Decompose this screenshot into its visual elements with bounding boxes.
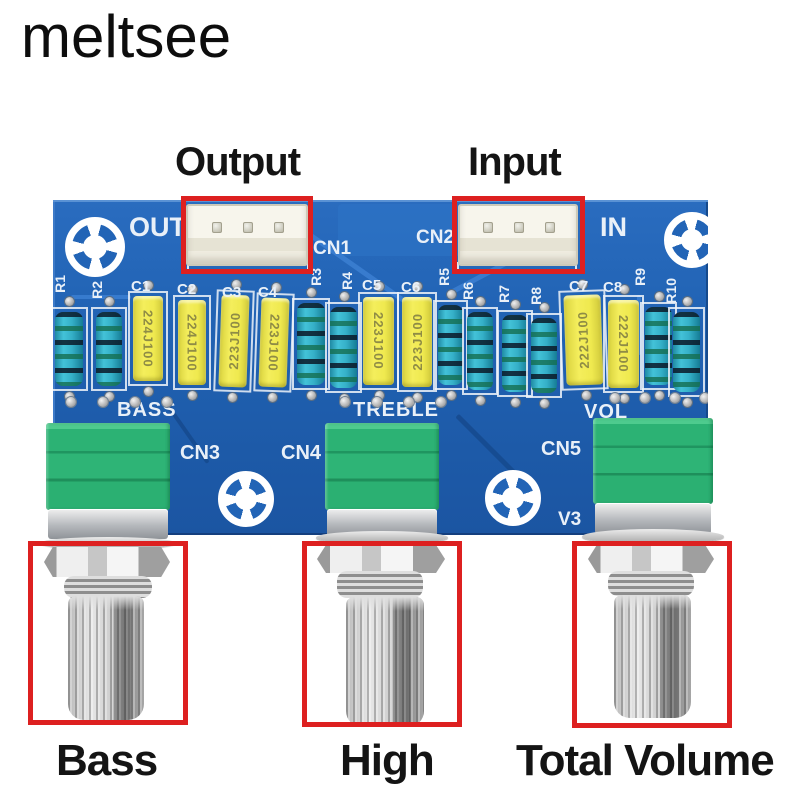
ref-label: C4 — [258, 284, 278, 301]
bass-pot-base — [48, 509, 168, 539]
annotation-input: Input — [468, 140, 562, 184]
capacitor-C2: 224J100 — [173, 285, 211, 400]
connector-pin — [274, 222, 284, 233]
annotation-bass: Bass — [56, 736, 158, 785]
solder-pad — [162, 397, 172, 407]
silk-in: IN — [600, 212, 627, 242]
silk-out: OUT — [129, 212, 186, 242]
ref-label: R8 — [528, 287, 544, 305]
ref-label: R4 — [339, 272, 355, 290]
solder-pad — [130, 397, 140, 407]
connector-pin — [243, 222, 253, 233]
bass-pot-body — [46, 423, 170, 510]
ref-label: R5 — [436, 268, 452, 286]
volume-pot-base — [595, 503, 711, 534]
highlight-box-bass — [28, 541, 188, 725]
highlight-box-high — [302, 541, 462, 727]
brand-logo: meltsee — [21, 3, 232, 70]
resistor-R8 — [526, 303, 562, 408]
resistor-R5 — [433, 290, 468, 400]
ref-label: C2 — [177, 281, 197, 298]
solder-pad — [640, 393, 650, 403]
highlight-box-input — [452, 196, 585, 274]
treble-pot-washer — [316, 531, 448, 544]
capacitor-C6: 223J100 — [397, 282, 437, 402]
ref-label: C8 — [603, 279, 623, 296]
highlight-box-volume — [572, 541, 732, 728]
bass-pot-nut — [44, 547, 170, 577]
ref-label: R2 — [89, 281, 105, 299]
silk-v3: V3 — [558, 509, 582, 530]
resistor-R3 — [292, 288, 330, 400]
output-connector-cn1 — [186, 204, 308, 266]
silk-treble: TREBLE — [353, 399, 439, 421]
volume-pot-washer — [582, 529, 724, 544]
resistor-R1 — [53, 297, 88, 401]
volume-pot-nut — [588, 545, 714, 573]
ref-label: R7 — [496, 285, 512, 303]
ref-label: C1 — [131, 278, 151, 295]
solder-pad — [372, 397, 382, 407]
capacitor-C7: 222J100 — [558, 289, 609, 391]
ref-label: R6 — [460, 282, 476, 300]
volume-pot-body — [593, 418, 713, 504]
connector-pin — [514, 222, 524, 233]
capacitor-C3: 223J100 — [213, 289, 255, 393]
ref-label: R10 — [663, 278, 679, 304]
silk-cn5: CN5 — [541, 438, 582, 460]
volume-knob-shaft — [614, 595, 691, 718]
silk-cn3: CN3 — [180, 442, 221, 464]
mounting-hole — [664, 212, 708, 268]
silk-cn2: CN2 — [416, 227, 455, 248]
solder-pad — [436, 397, 446, 407]
resistor-R4 — [325, 292, 362, 403]
volume-pot-threads — [608, 571, 694, 596]
resistor-R10 — [668, 297, 705, 407]
mounting-hole — [485, 470, 541, 526]
solder-pad — [700, 393, 708, 403]
silk-cn4: CN4 — [281, 442, 322, 464]
solder-pad — [340, 397, 350, 407]
bass-pot-threads — [64, 576, 152, 598]
mounting-hole — [65, 217, 125, 277]
treble-pot-nut — [317, 545, 445, 573]
solder-pad — [66, 397, 76, 407]
capacitor-C5: 223J100 — [358, 282, 399, 400]
solder-pad — [610, 393, 620, 403]
solder-pad — [98, 397, 108, 407]
highlight-box-output — [181, 196, 313, 274]
connector-pin — [212, 222, 222, 233]
connector-pin — [483, 222, 493, 233]
resistor-R6 — [462, 297, 498, 405]
ref-label: R1 — [53, 275, 68, 293]
bass-knob-shaft — [68, 596, 144, 720]
pcb-trace — [637, 295, 641, 355]
connector-pin — [545, 222, 555, 233]
silk-vol: VOL — [584, 401, 629, 423]
treble-pot-threads — [337, 571, 423, 598]
annotation-high: High — [340, 736, 435, 785]
capacitor-C1: 224J100 — [128, 281, 168, 396]
ref-label: R9 — [632, 268, 648, 286]
ref-label: C6 — [401, 279, 421, 296]
resistor-R2 — [91, 297, 127, 401]
silk-cn1: CN1 — [313, 238, 352, 259]
treble-pot-body — [325, 423, 439, 510]
capacitor-C8: 222J100 — [603, 285, 644, 403]
annotation-total-volume: Total Volume — [516, 736, 775, 785]
treble-knob-shaft — [346, 597, 424, 727]
ref-label: C5 — [362, 277, 382, 294]
pcb-trace — [71, 295, 131, 299]
capacitor-C4: 223J100 — [253, 292, 295, 393]
input-connector-cn2 — [458, 204, 578, 266]
solder-pad — [404, 397, 414, 407]
annotation-output: Output — [175, 140, 301, 184]
solder-pad — [670, 393, 680, 403]
ref-label: C7 — [569, 278, 589, 295]
ref-label: C3 — [222, 284, 242, 301]
mounting-hole — [218, 471, 274, 527]
